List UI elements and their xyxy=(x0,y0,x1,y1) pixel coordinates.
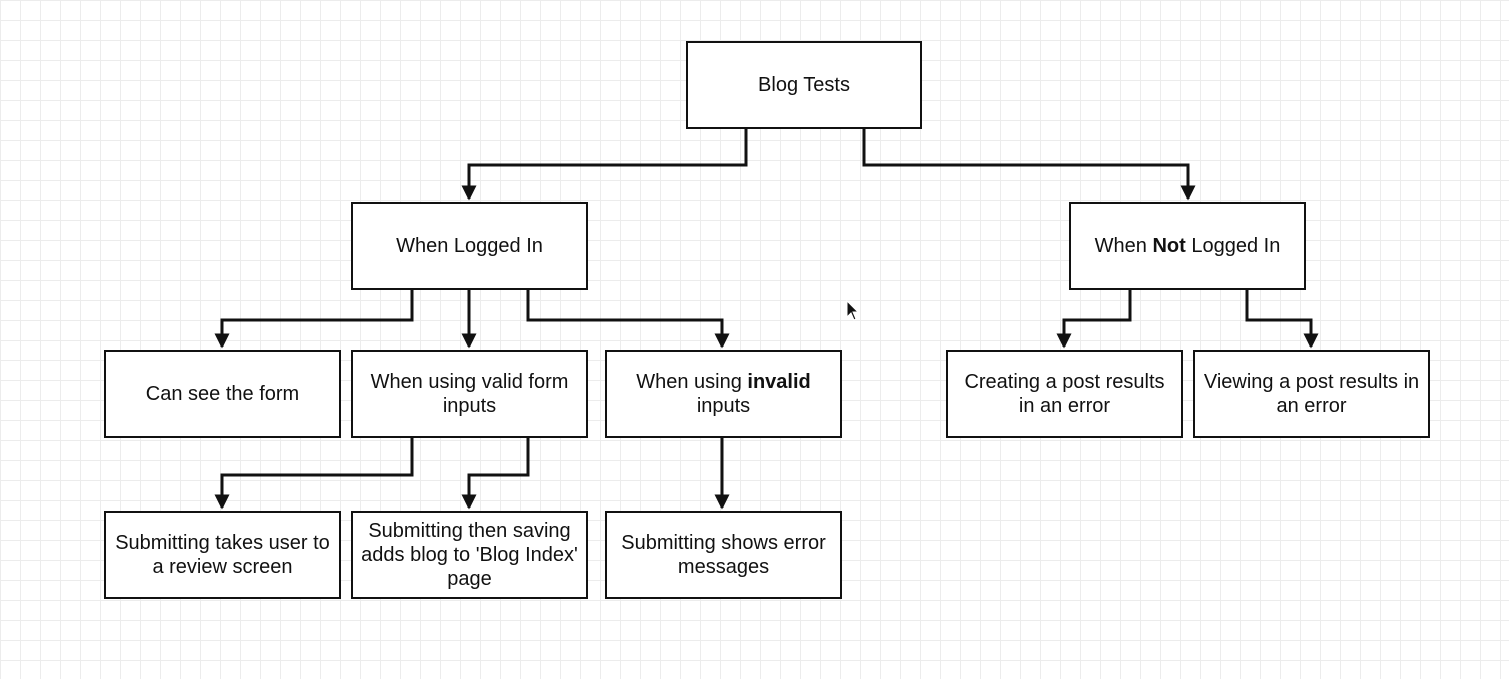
node-invalid-inputs-label: When using invalid inputs xyxy=(636,370,811,418)
node-viewing-post-error-label: Viewing a post results in an error xyxy=(1204,370,1419,418)
label-line-1: Submitting then saving xyxy=(368,520,571,542)
label-line-2: a review screen xyxy=(152,556,293,578)
node-when-not-logged-in[interactable]: When Not Logged In xyxy=(1069,202,1306,290)
label-line-1: Creating a post results xyxy=(964,371,1165,393)
label-line-2: an error xyxy=(1276,395,1347,417)
label-line-2: inputs xyxy=(442,395,497,417)
node-when-logged-in-label: When Logged In xyxy=(396,235,543,257)
node-error-messages-label: Submitting shows error messages xyxy=(621,531,826,579)
node-blog-tests[interactable]: Blog Tests xyxy=(686,41,922,129)
node-can-see-the-form[interactable]: Can see the form xyxy=(104,350,341,438)
node-when-logged-in[interactable]: When Logged In xyxy=(351,202,588,290)
label-prefix: When xyxy=(1094,235,1153,257)
label-emphasis: Not xyxy=(1152,235,1186,257)
label-line-2: adds blog to 'Blog Index' xyxy=(361,544,578,566)
node-blog-index-label: Submitting then saving adds blog to 'Blo… xyxy=(361,519,578,591)
node-blog-index[interactable]: Submitting then saving adds blog to 'Blo… xyxy=(351,511,588,599)
label-line-2: messages xyxy=(677,556,770,578)
connector-logged-in-to-see-form xyxy=(214,289,414,349)
label-suffix: Logged In xyxy=(1185,235,1281,257)
connector-valid-inputs-to-blog-index xyxy=(461,437,530,510)
connector-root-to-not-logged-in xyxy=(862,128,1196,201)
node-creating-post-error[interactable]: Creating a post results in an error xyxy=(946,350,1183,438)
connector-valid-inputs-to-review-screen xyxy=(214,437,414,510)
node-can-see-the-form-label: Can see the form xyxy=(145,383,300,405)
label-line-1: Submitting shows error xyxy=(621,532,826,554)
label-line-2: in an error xyxy=(1018,395,1111,417)
connector-not-logged-in-to-create-error xyxy=(1056,289,1132,349)
node-viewing-post-error[interactable]: Viewing a post results in an error xyxy=(1193,350,1430,438)
node-invalid-inputs[interactable]: When using invalid inputs xyxy=(605,350,842,438)
label-line-2: inputs xyxy=(696,395,751,417)
label-line-1: Viewing a post results in xyxy=(1203,371,1420,393)
node-valid-form-inputs-label: When using valid form inputs xyxy=(371,370,569,418)
connector-root-to-logged-in xyxy=(461,128,748,201)
node-review-screen-label: Submitting takes user to a review screen xyxy=(115,531,330,579)
label-emphasis: invalid xyxy=(747,371,811,393)
node-when-not-logged-in-label: When Not Logged In xyxy=(1095,234,1281,258)
connector-logged-in-to-invalid-inputs xyxy=(526,289,730,349)
mouse-pointer-icon xyxy=(846,300,860,321)
node-creating-post-error-label: Creating a post results in an error xyxy=(964,370,1164,418)
label-line-1: When using valid form xyxy=(370,371,569,393)
node-review-screen[interactable]: Submitting takes user to a review screen xyxy=(104,511,341,599)
label-prefix: When using xyxy=(636,371,748,393)
label-line-3: page xyxy=(447,568,492,590)
node-valid-form-inputs[interactable]: When using valid form inputs xyxy=(351,350,588,438)
connector-not-logged-in-to-view-error xyxy=(1245,289,1319,349)
node-blog-tests-label: Blog Tests xyxy=(758,74,850,96)
node-error-messages[interactable]: Submitting shows error messages xyxy=(605,511,842,599)
label-line-1: Submitting takes user to xyxy=(115,532,330,554)
